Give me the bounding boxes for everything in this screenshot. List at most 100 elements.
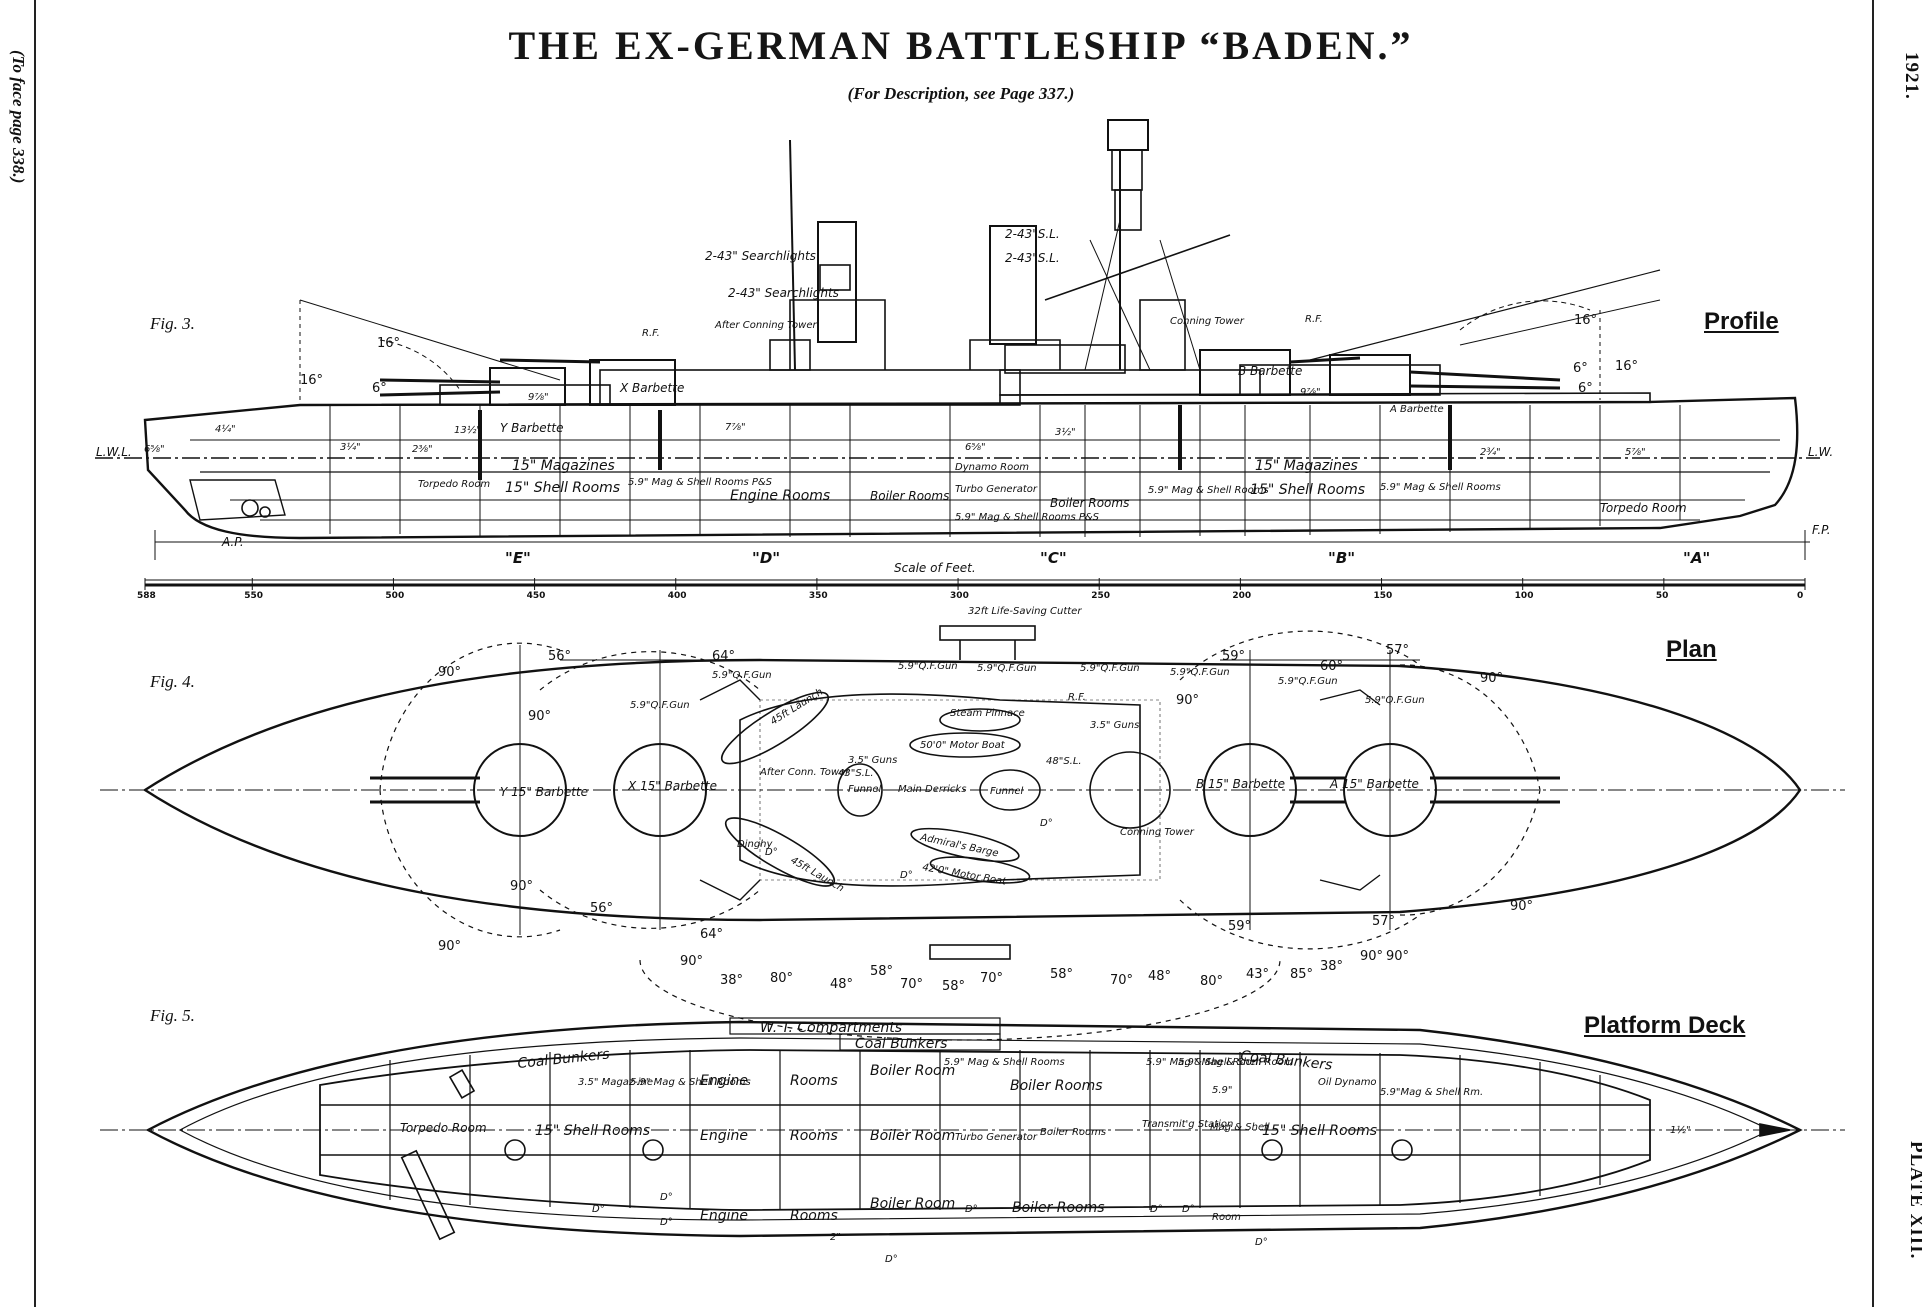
searchlights-label-2: 2-43" Searchlights [728, 286, 839, 300]
rooms-label-3: Rooms [790, 1208, 838, 1224]
plan-angle-top-4: 90° [528, 709, 551, 724]
mag-35-label: 3.5" Magaz-ine [578, 1077, 653, 1088]
magazines-fwd-label: 15" Magazines [1255, 458, 1358, 474]
plan-angle-bottom: 90° [1386, 949, 1409, 964]
profile-labels: L.W.L. L.W. A.P. F.P. 2-43" Searchlights… [96, 227, 1833, 575]
fig-3-label: Fig. 3. [150, 314, 195, 333]
profile-angle-6: 6° [1578, 381, 1593, 396]
scale-tick-label: 550 [244, 591, 263, 601]
plan-angle-bottom: 64° [700, 927, 723, 942]
armour-figure-6: 9⅞" [528, 392, 549, 403]
torpedo-room-platform-label: Torpedo Room [400, 1121, 487, 1135]
after-conning-label: After Conning Tower [714, 320, 817, 331]
boiler-rooms-label-2: Boiler Rooms [1040, 1127, 1106, 1138]
scale-of-feet-label: Scale of Feet. [894, 561, 976, 575]
section-mark-c: "C" [1040, 549, 1067, 567]
section-mark-a: "A" [1683, 549, 1710, 567]
platform-labels: W. T. Compartments Coal Bunkers Coal Bun… [400, 1020, 1691, 1265]
plan-angle-bottom: 85° [1290, 967, 1313, 982]
lwl-left-label: L.W.L. [96, 445, 132, 459]
section-mark-d: "D" [752, 549, 780, 567]
plan-angle-bottom: 58° [870, 964, 893, 979]
ditto-platform-8: D° [885, 1254, 898, 1265]
mag-59-turbo-label: 5.9" Mag & Shell Rooms P&S [955, 512, 1100, 523]
mag-59-mid-label: 5.9" Mag & Shell Rooms [944, 1057, 1065, 1068]
plan-angle-top-2: 56° [548, 649, 571, 664]
plate-title: THE EX-GERMAN BATTLESHIP “BADEN.” [508, 23, 1414, 68]
boiler-rooms-label-2: Boiler Rooms [1050, 496, 1129, 510]
searchlights-label-1: 2-43" Searchlights [705, 249, 816, 263]
motor-boat-label-1: 50'0" Motor Boat [920, 740, 1006, 751]
plan-angle-bottom: 70° [900, 977, 923, 992]
mag-59-a-label: 5.9" Mag & Shell Room [1146, 1057, 1262, 1068]
b-barbette-label: B Barbette [1238, 364, 1302, 378]
plan-angle-top-3: 64° [712, 649, 735, 664]
scale-tick-label: 400 [668, 591, 687, 601]
armour-figure-2: 6⅝" [144, 444, 165, 455]
ditto-platform-1: D° [592, 1204, 605, 1215]
gun-label-8: 5.9"Q.F.Gun [1365, 695, 1425, 706]
section-mark-b: "B" [1328, 549, 1355, 567]
fig-4-label: Fig. 4. [150, 672, 195, 691]
plan-angle-bottom: 80° [1200, 974, 1223, 989]
gun-label-1: 5.9"Q.F.Gun [712, 670, 772, 681]
ditto-plan-1: D° [765, 847, 778, 858]
mag-shell-label: Mag & Shell [1210, 1122, 1270, 1133]
mag-59-aft-label: 5.9" Mag & Shell Rooms P&S [628, 477, 773, 488]
profile-angle-2: 16° [300, 373, 323, 388]
left-border-rule [34, 0, 36, 1307]
dinghy-label: Dinghy [737, 839, 774, 850]
mag-59-small-label: 5.9" Mag & Shell Rooms [630, 1077, 751, 1088]
ap-label: A.P. [221, 535, 244, 549]
gun-label-2: 5.9"Q.F.Gun [630, 700, 690, 711]
boiler-room-label-1: Boiler Room [870, 1063, 955, 1079]
conning-tower-label: Conning Tower [1170, 316, 1245, 327]
y-barbette-plan-label: Y 15" Barbette [500, 785, 588, 799]
armour-figure-3: 3¼" [340, 441, 361, 453]
y-barbette-label: Y Barbette [500, 421, 563, 435]
plan-angle-top-1: 90° [438, 665, 461, 680]
plan-angle-top-7: 57° [1386, 643, 1409, 658]
plan-heading: Plan [1666, 636, 1717, 663]
plan-angle-bottom: 48° [1148, 969, 1171, 984]
gun-label-6: 5.9"Q.F.Gun [1170, 667, 1230, 678]
inch-1-label: 1½" [1670, 1124, 1691, 1136]
rf-label-2: R.F. [1305, 314, 1323, 325]
plan-angle-bottom: 58° [942, 979, 965, 994]
plan-angle-top-5: 59° [1222, 649, 1245, 664]
ditto-platform-3: D° [660, 1217, 673, 1228]
a-barbette-label: A Barbette [1389, 404, 1444, 415]
life-cutter-label: 32ft Life-Saving Cutter [968, 606, 1082, 617]
sl-plan-label-1: 43"S.L. [838, 768, 874, 779]
gun-label-7: 5.9"Q.F.Gun [1278, 676, 1338, 687]
armour-figure-9: 3½" [1055, 426, 1076, 438]
sl-plan-label-2: 48"S.L. [1046, 756, 1082, 767]
x-barbette-label: X Barbette [619, 381, 684, 395]
plan-angle-bottom: 58° [1050, 967, 1073, 982]
plan-angle-bottom: 57° [1372, 914, 1395, 929]
b-barbette-plan-label: B 15" Barbette [1196, 777, 1285, 791]
torpedo-fwd-label: Torpedo Room [1600, 501, 1687, 515]
sl-label-2: 2-43"S.L. [1005, 251, 1060, 265]
turbo-generator-platform-label: Turbo Generator [955, 1132, 1038, 1143]
shell-aft-label: 15" Shell Rooms [505, 480, 620, 496]
lwl-right-label: L.W. [1808, 445, 1833, 459]
profile-angle-7: 6° [372, 381, 387, 396]
plan-angle-bottom: 90° [1360, 949, 1383, 964]
a-barbette-plan-label: A 15" Barbette [1329, 777, 1419, 791]
rf-plan-label: R.F. [1068, 692, 1086, 703]
engine-label-3: Engine [700, 1208, 748, 1224]
armour-figure-8: 6⅝" [965, 442, 986, 453]
plan-angle-bottom: 90° [510, 879, 533, 894]
profile-heading: Profile [1704, 308, 1779, 335]
mag-59-fwd-label: 5.9"Mag & Shell Rm. [1380, 1087, 1483, 1098]
after-conning-plan-label: After Conn. Tower [759, 767, 850, 778]
scale-tick-label: 450 [527, 591, 546, 601]
torpedo-aft-label: Torpedo Room [418, 479, 490, 490]
plan-angle-bottom: 48° [830, 977, 853, 992]
scale-tick-label: 500 [385, 591, 404, 601]
